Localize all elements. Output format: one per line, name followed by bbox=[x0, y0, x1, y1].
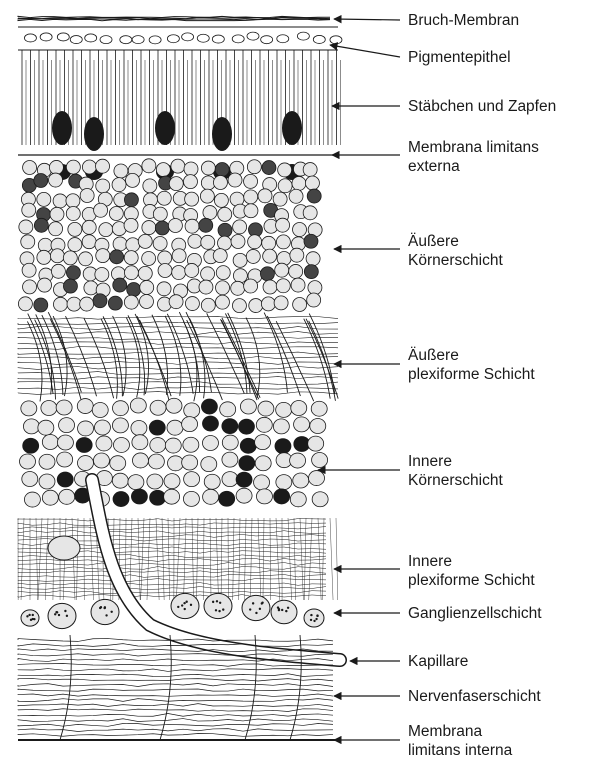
label-staebchen-und-zapfen: Stäbchen und Zapfen bbox=[408, 97, 556, 116]
nerve-fiber-layer bbox=[18, 635, 333, 740]
outer-nuclear-layer bbox=[18, 159, 322, 313]
rods-and-cones-layer bbox=[18, 50, 341, 155]
inner-plexiform-layer bbox=[18, 518, 338, 600]
inner-nuclear-layer bbox=[20, 398, 329, 507]
outer-plexiform-layer bbox=[18, 312, 338, 401]
leader-arrow-bruch-membran bbox=[334, 19, 400, 20]
ganglion-cell-layer bbox=[21, 593, 324, 628]
label-nervenfaserschicht: Nervenfaserschicht bbox=[408, 687, 541, 706]
label-bruch-membran: Bruch-Membran bbox=[408, 11, 519, 30]
label-kapillare: Kapillare bbox=[408, 652, 468, 671]
bruch-membrane-layer bbox=[18, 16, 330, 20]
leader-arrow-pigmentepithel bbox=[330, 45, 400, 57]
label-ganglienzellschicht: Ganglienzellschicht bbox=[408, 604, 542, 623]
label-pigmentepithel: Pigmentepithel bbox=[408, 48, 511, 67]
pigment-epithelium-layer bbox=[18, 27, 342, 50]
capillary-vessel bbox=[92, 480, 340, 660]
